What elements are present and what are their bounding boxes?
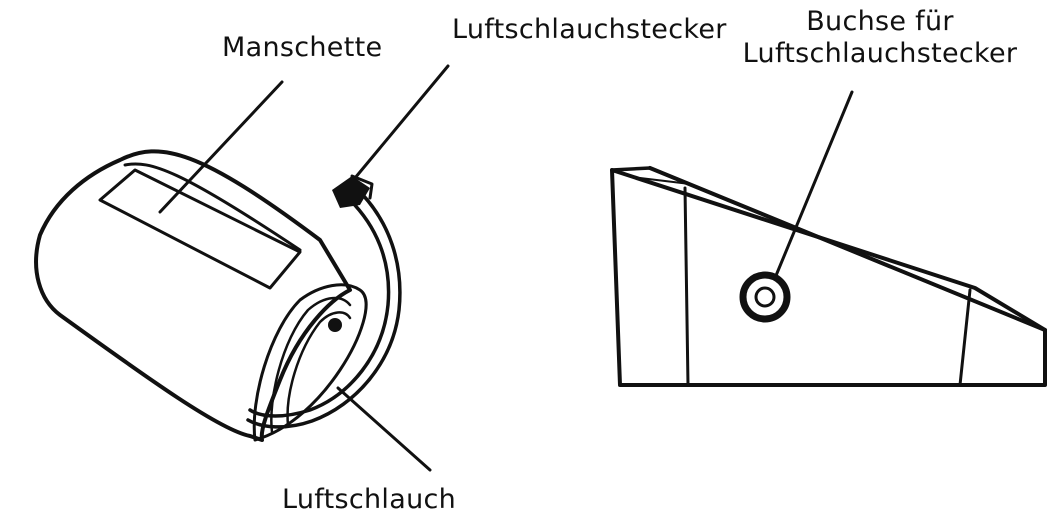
leader-line-tube (336, 386, 432, 472)
label-cuff: Manschette (222, 32, 383, 63)
leader-line-cuff (158, 80, 284, 214)
tube-plug-illustration (332, 174, 374, 208)
air-tube-illustration (246, 192, 402, 429)
label-air-tube: Luftschlauch (282, 484, 457, 515)
label-socket-line1: Buchse für (806, 6, 954, 37)
label-tube-plug: Luftschlauchstecker (452, 14, 727, 45)
cuff-illustration (34, 149, 368, 442)
leader-line-socket (773, 90, 854, 280)
label-socket: Buchse für Luftschlauchstecker (720, 6, 1040, 70)
label-socket-line2: Luftschlauchstecker (742, 38, 1018, 69)
leader-line-plug (353, 64, 450, 180)
monitor-illustration (610, 166, 1047, 387)
air-socket-icon (739, 271, 791, 323)
